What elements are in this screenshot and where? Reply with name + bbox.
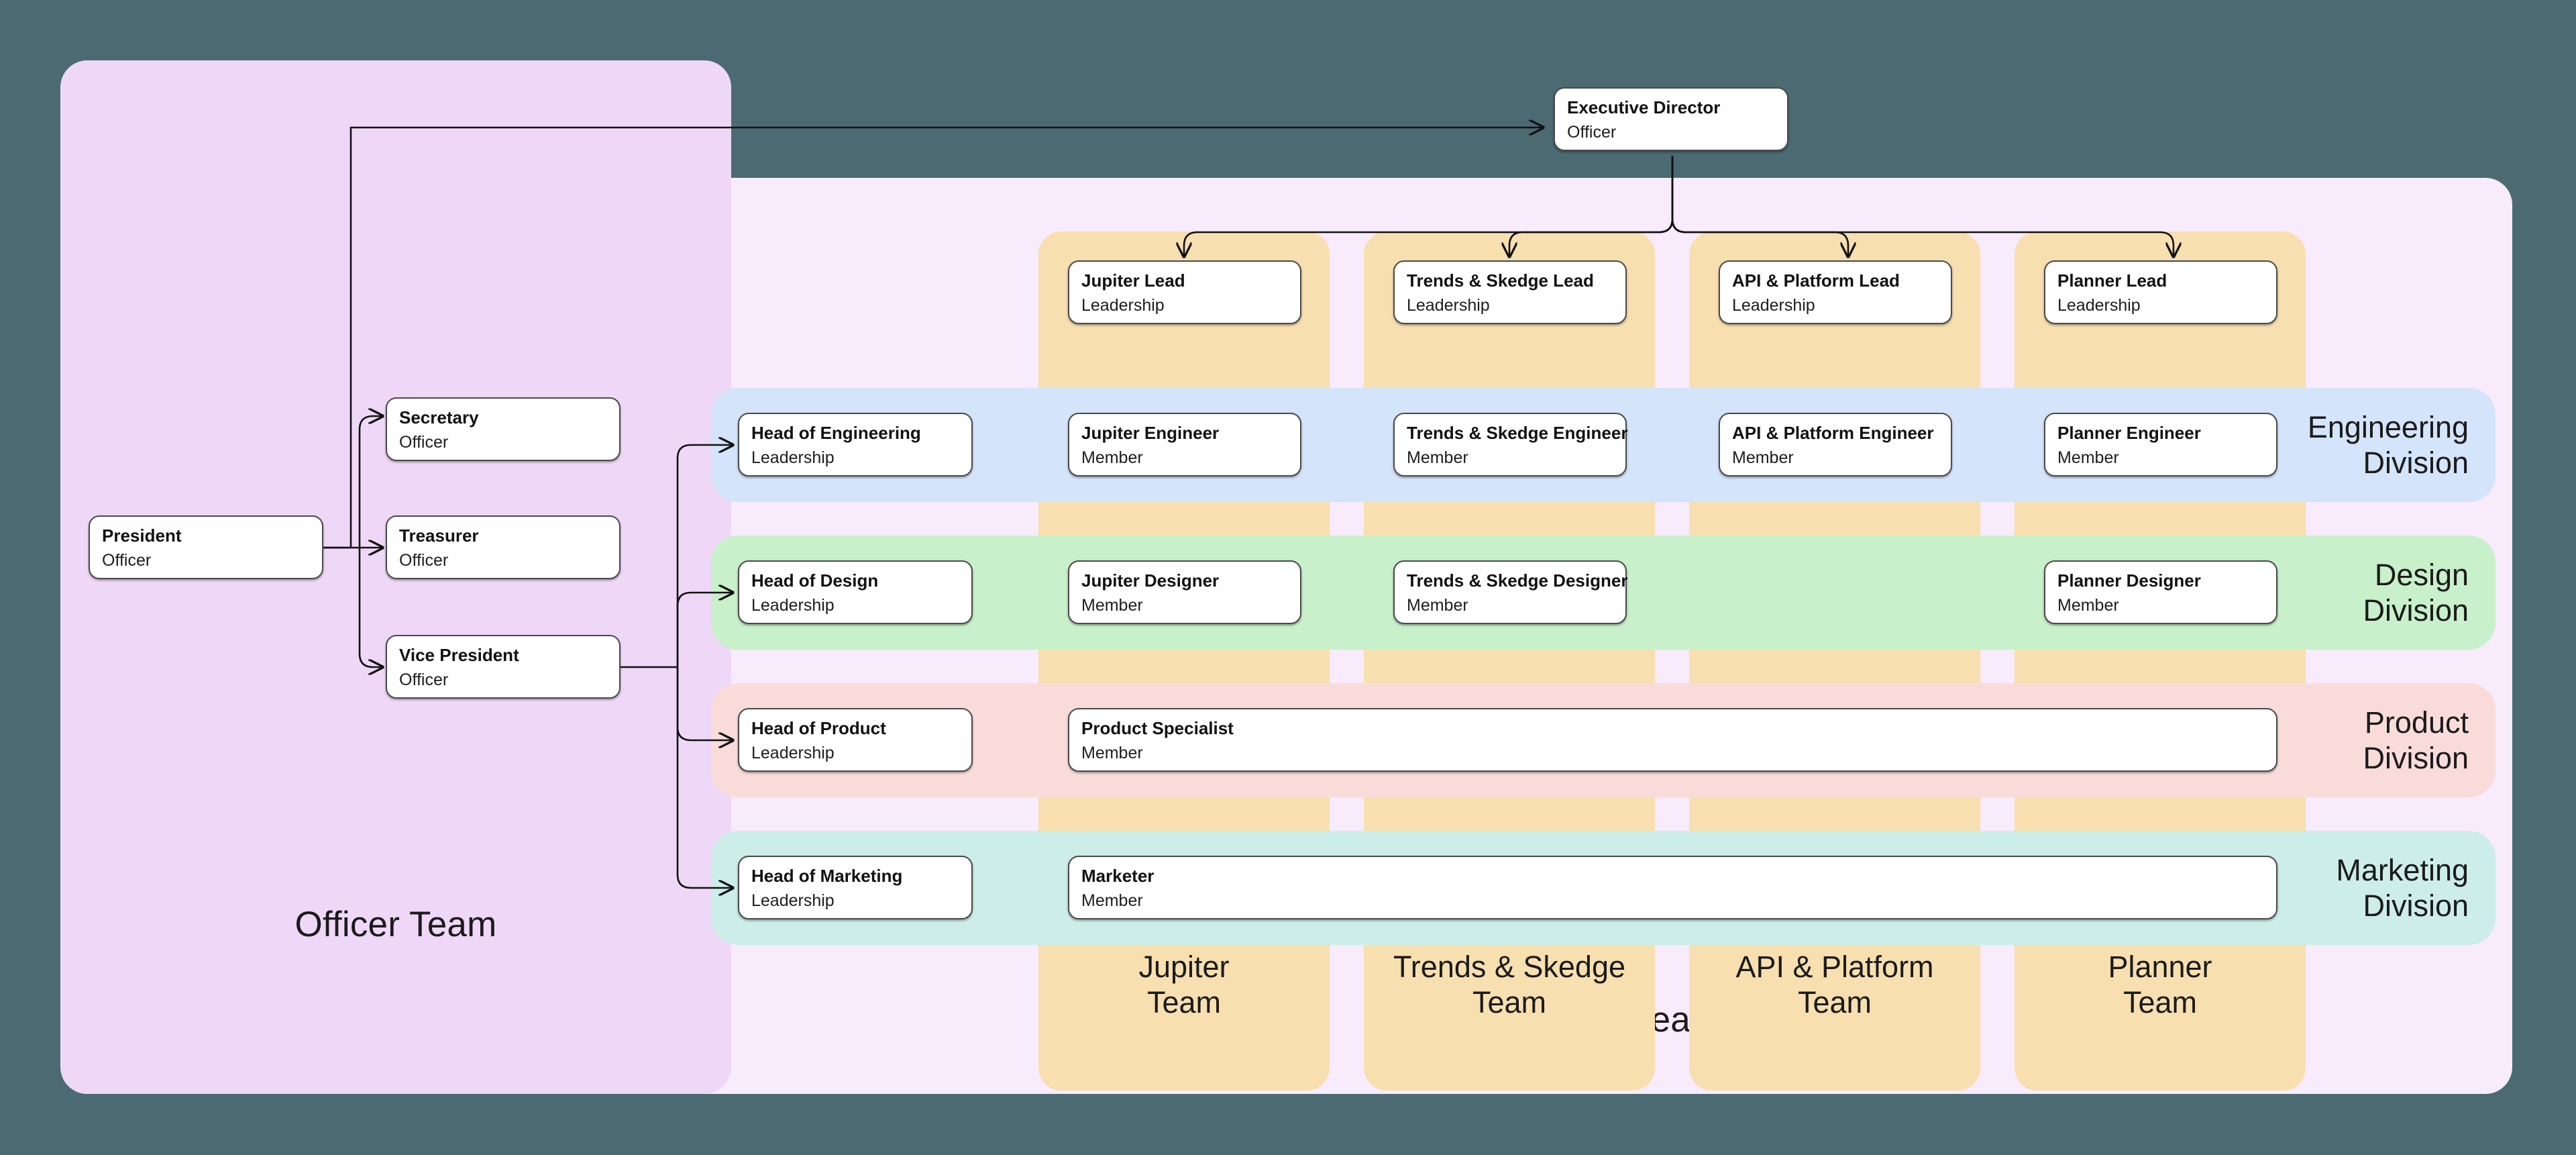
node-title: Trends & Skedge Lead [1407,270,1594,291]
node-role: Officer [399,550,449,570]
node-role: Officer [399,432,449,452]
node-title: Secretary [399,407,479,428]
node-title: Executive Director [1567,97,1721,117]
node-title: Trends & Skedge Engineer [1407,423,1628,443]
node-title: API & Platform Engineer [1732,423,1934,443]
node-treasurer[interactable]: Treasurer Officer [386,515,621,579]
division-product-label: Product Division [2363,705,2469,775]
node-head-of-marketing[interactable]: Head of Marketing Leadership [738,856,973,919]
node-title: Treasurer [399,525,479,546]
node-title: API & Platform Lead [1732,270,1900,291]
node-title: Head of Engineering [751,423,921,443]
node-title: Planner Engineer [2057,423,2201,443]
node-api-platform-engineer[interactable]: API & Platform Engineer Member [1719,413,1952,476]
node-jupiter-designer[interactable]: Jupiter Designer Member [1068,560,1301,624]
node-president[interactable]: President Officer [89,515,323,579]
node-role: Member [1081,743,1143,762]
node-role: Member [2057,595,2119,615]
node-jupiter-lead[interactable]: Jupiter Lead Leadership [1068,260,1301,324]
node-jupiter-engineer[interactable]: Jupiter Engineer Member [1068,413,1301,476]
node-title: Head of Design [751,570,879,591]
node-role: Member [1407,595,1468,615]
team-column-api-platform-label: API & Platform Team [1735,949,1934,1019]
node-role: Leadership [751,743,835,762]
node-planner-lead[interactable]: Planner Lead Leadership [2044,260,2277,324]
team-column-api-platform: API & Platform Team [1689,232,1980,1091]
node-marketer[interactable]: Marketer Member [1068,856,2277,919]
node-role: Officer [399,670,449,689]
node-role: Officer [1567,122,1617,142]
node-title: Marketer [1081,866,1155,886]
node-title: Planner Lead [2057,270,2167,291]
node-vice-president[interactable]: Vice President Officer [386,635,621,699]
node-role: Leadership [751,891,835,910]
node-role: Leadership [2057,295,2141,315]
node-title: Product Specialist [1081,718,1234,738]
node-role: Member [1081,595,1143,615]
team-column-jupiter: Jupiter Team [1038,232,1330,1091]
node-api-platform-lead[interactable]: API & Platform Lead Leadership [1719,260,1952,324]
node-role: Leadership [1081,295,1165,315]
node-role: Leadership [1732,295,1815,315]
node-role: Member [1407,448,1468,467]
node-role: Member [1081,448,1143,467]
node-head-of-engineering[interactable]: Head of Engineering Leadership [738,413,973,476]
node-product-specialist[interactable]: Product Specialist Member [1068,708,2277,772]
node-title: Head of Product [751,718,886,738]
node-trends-skedge-designer[interactable]: Trends & Skedge Designer Member [1393,560,1627,624]
node-title: Jupiter Engineer [1081,423,1220,443]
node-head-of-design[interactable]: Head of Design Leadership [738,560,973,624]
node-role: Leadership [751,595,835,615]
officer-team-label: Officer Team [294,905,497,944]
team-column-jupiter-label: Jupiter Team [1138,949,1230,1019]
division-design-label: Design Division [2363,557,2469,627]
node-title: Head of Marketing [751,866,903,886]
node-planner-engineer[interactable]: Planner Engineer Member [2044,413,2277,476]
node-role: Member [2057,448,2119,467]
node-planner-designer[interactable]: Planner Designer Member [2044,560,2277,624]
node-role: Member [1081,891,1143,910]
node-title: Vice President [399,645,519,665]
node-title: Jupiter Designer [1081,570,1220,591]
node-title: Trends & Skedge Designer [1407,570,1628,591]
node-role: Officer [102,550,152,570]
node-role: Leadership [1407,295,1490,315]
node-secretary[interactable]: Secretary Officer [386,397,621,461]
node-role: Leadership [751,448,835,467]
division-engineering-label: Engineering Division [2307,409,2469,480]
team-column-planner-label: Planner Team [2108,949,2212,1019]
node-title: President [102,525,182,546]
node-trends-skedge-engineer[interactable]: Trends & Skedge Engineer Member [1393,413,1627,476]
team-column-trends-skedge: Trends & Skedge Team [1364,232,1655,1091]
node-head-of-product[interactable]: Head of Product Leadership [738,708,973,772]
node-role: Member [1732,448,1794,467]
node-title: Jupiter Lead [1081,270,1185,291]
division-marketing-label: Marketing Division [2336,852,2469,923]
team-column-trends-skedge-label: Trends & Skedge Team [1393,949,1626,1019]
node-trends-skedge-lead[interactable]: Trends & Skedge Lead Leadership [1393,260,1627,324]
node-title: Planner Designer [2057,570,2201,591]
team-column-planner: Planner Team [2015,232,2306,1091]
node-executive-director[interactable]: Executive Director Officer [1554,87,1788,151]
